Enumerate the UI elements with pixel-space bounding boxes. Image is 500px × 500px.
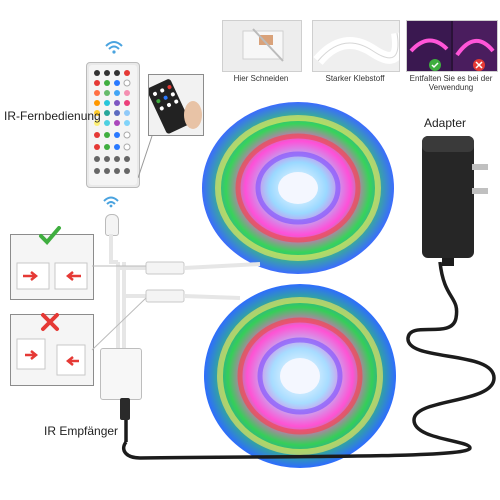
cut-here-illustration (223, 21, 301, 71)
ir-controller-box (100, 348, 142, 400)
adhesive-panel (312, 20, 400, 72)
cut-here-label: Hier Schneiden (233, 74, 289, 83)
adhesive-label: Starker Klebstoff (325, 74, 385, 83)
ir-receiver-label: IR Empfänger (44, 424, 119, 438)
dc-plug (120, 398, 130, 420)
power-adapter (422, 136, 488, 266)
wifi-signal-icon (105, 41, 123, 54)
ir-remote-label: IR-Fernbedienung (4, 109, 101, 123)
remote-zoom-frame (147, 74, 204, 136)
wifi-signal-icon-small (103, 196, 119, 208)
unfold-illustration (407, 21, 497, 71)
correct-connection-panel (10, 234, 94, 300)
adhesive-illustration (313, 32, 399, 66)
led-reel-bottom (204, 284, 396, 468)
check-icon (39, 226, 61, 245)
cut-here-panel (222, 20, 302, 72)
led-reel-top (202, 102, 394, 274)
zoom-connector (138, 135, 153, 179)
unfold-label: Entfalten Sie es bei der Verwendung (409, 74, 493, 93)
ir-remote (86, 62, 140, 188)
cross-icon (41, 313, 59, 331)
unfold-panel (406, 20, 498, 72)
adapter-label: Adapter (424, 116, 467, 130)
